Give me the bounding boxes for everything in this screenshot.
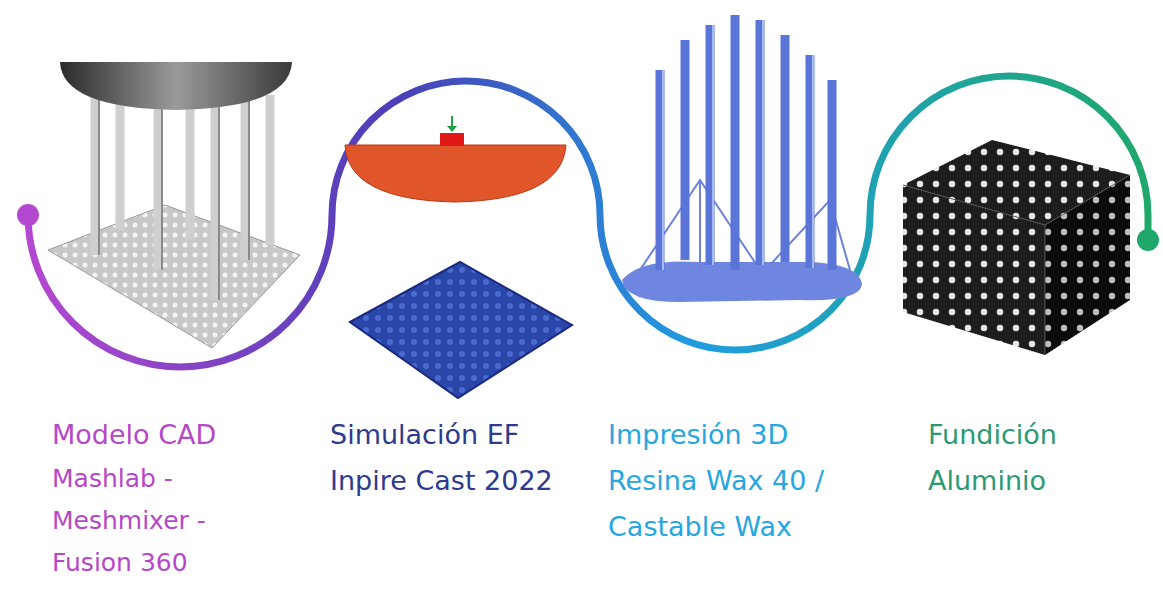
start-dot [17, 204, 39, 226]
process-wave [28, 76, 1148, 367]
stage-tool: Inpire Cast 2022 [330, 458, 570, 504]
fe-simulation-figure [345, 116, 572, 398]
end-dot [1137, 229, 1159, 251]
stage-tool: Resina Wax 40 / Castable Wax [608, 458, 858, 550]
stage-tool: Mashlab - Meshmixer - Fusion 360 [52, 458, 267, 584]
wax-print-figure [622, 15, 862, 302]
stage-title: Modelo CAD [52, 412, 282, 458]
stage-title: Simulación EF [330, 412, 580, 458]
cast-cube-figure [903, 140, 1130, 355]
stage-tool: Aluminio [928, 458, 1153, 504]
stage-title: Fundición [928, 412, 1153, 458]
cad-model-figure [48, 62, 300, 348]
stage-title: Impresión 3D [608, 412, 868, 458]
